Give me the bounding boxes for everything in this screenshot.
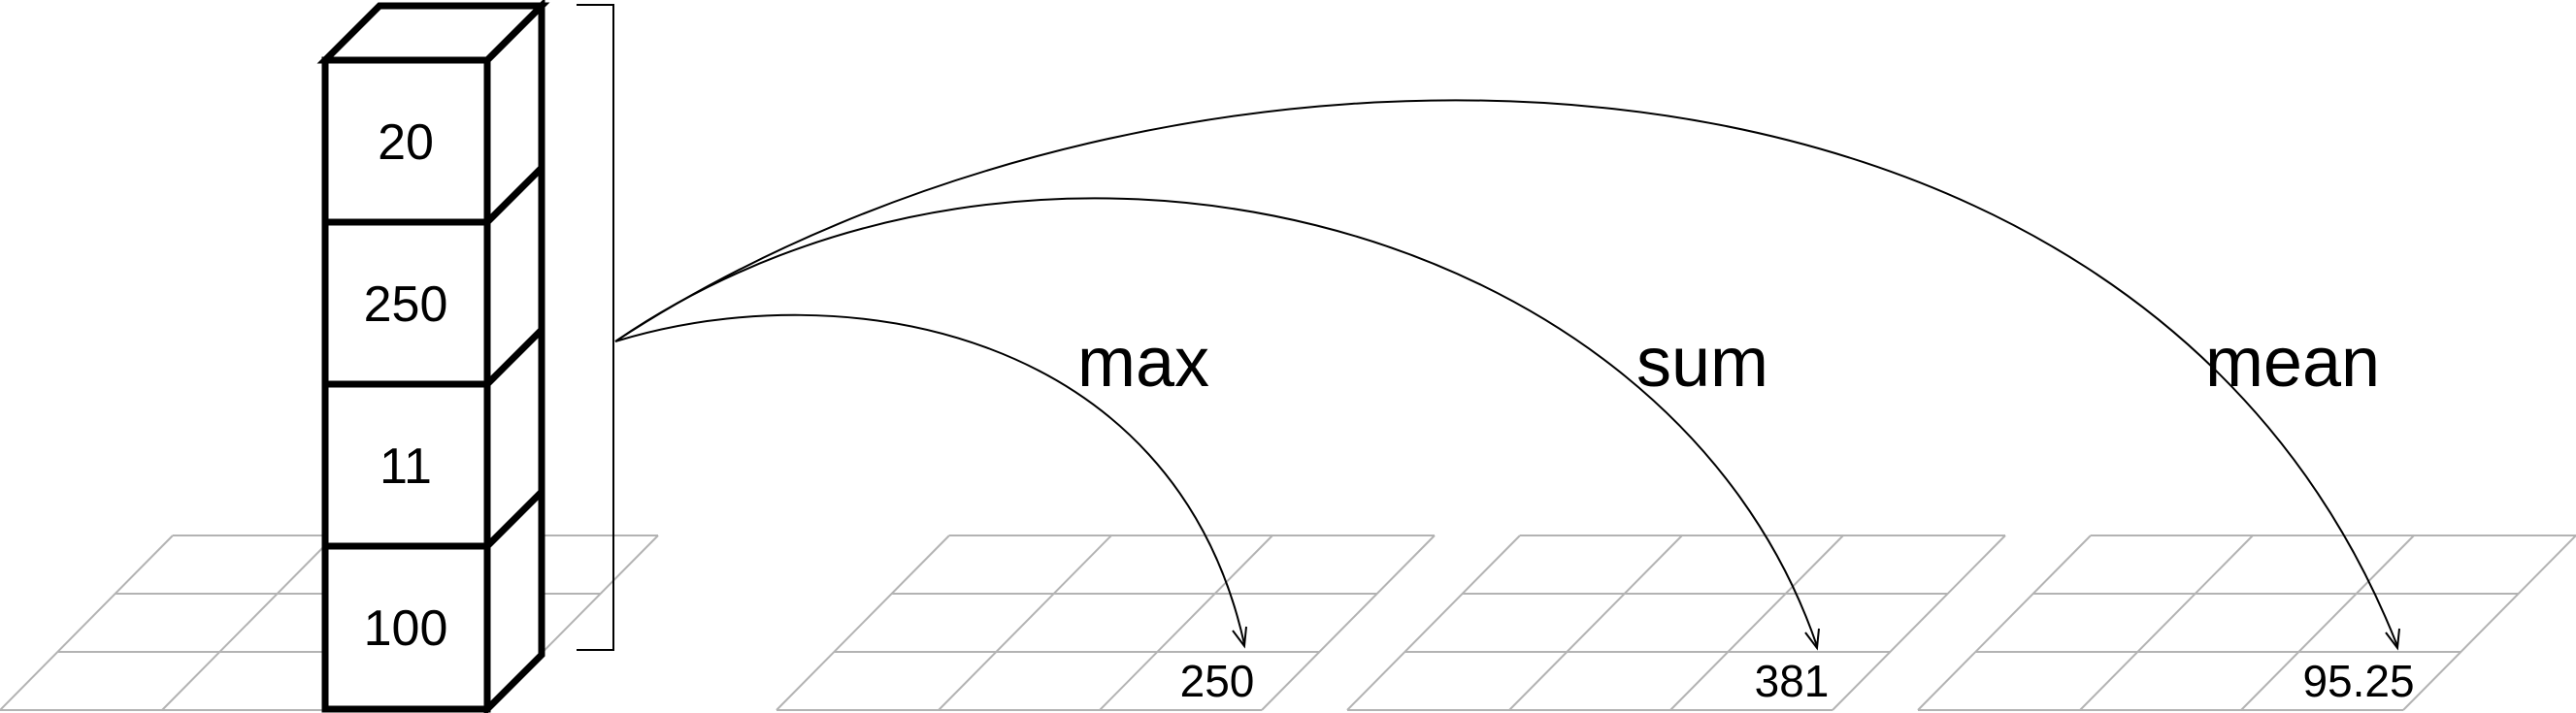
- cube-cell-4: [321, 542, 491, 713]
- result-mean: 95.25: [2302, 656, 2414, 706]
- result-max: 250: [1180, 656, 1255, 706]
- stack-bracket: [577, 4, 614, 651]
- arrowhead-mean: [2385, 628, 2400, 651]
- target-grid-sum: [1346, 535, 2006, 711]
- cube-cell-3-value: 11: [380, 438, 432, 495]
- target-grid-max: [776, 535, 1436, 711]
- cube-stack: 20 250 11 100: [316, 0, 550, 713]
- arc-to-sum: [614, 197, 1818, 647]
- cube-cell-4-value: 100: [364, 600, 448, 657]
- op-label-mean: mean: [2205, 324, 2380, 402]
- op-label-sum: sum: [1636, 324, 1768, 402]
- arrowhead-max: [1232, 626, 1247, 649]
- op-label-max: max: [1077, 324, 1209, 402]
- cube-cell-2-value: 250: [364, 276, 448, 333]
- arrowhead-sum: [1804, 628, 1820, 651]
- target-grid-mean: [1917, 535, 2576, 711]
- cube-cell-1-value: 20: [378, 114, 434, 171]
- arc-to-mean: [614, 99, 2398, 647]
- result-sum: 381: [1755, 656, 1830, 706]
- arc-to-max: [614, 313, 1245, 645]
